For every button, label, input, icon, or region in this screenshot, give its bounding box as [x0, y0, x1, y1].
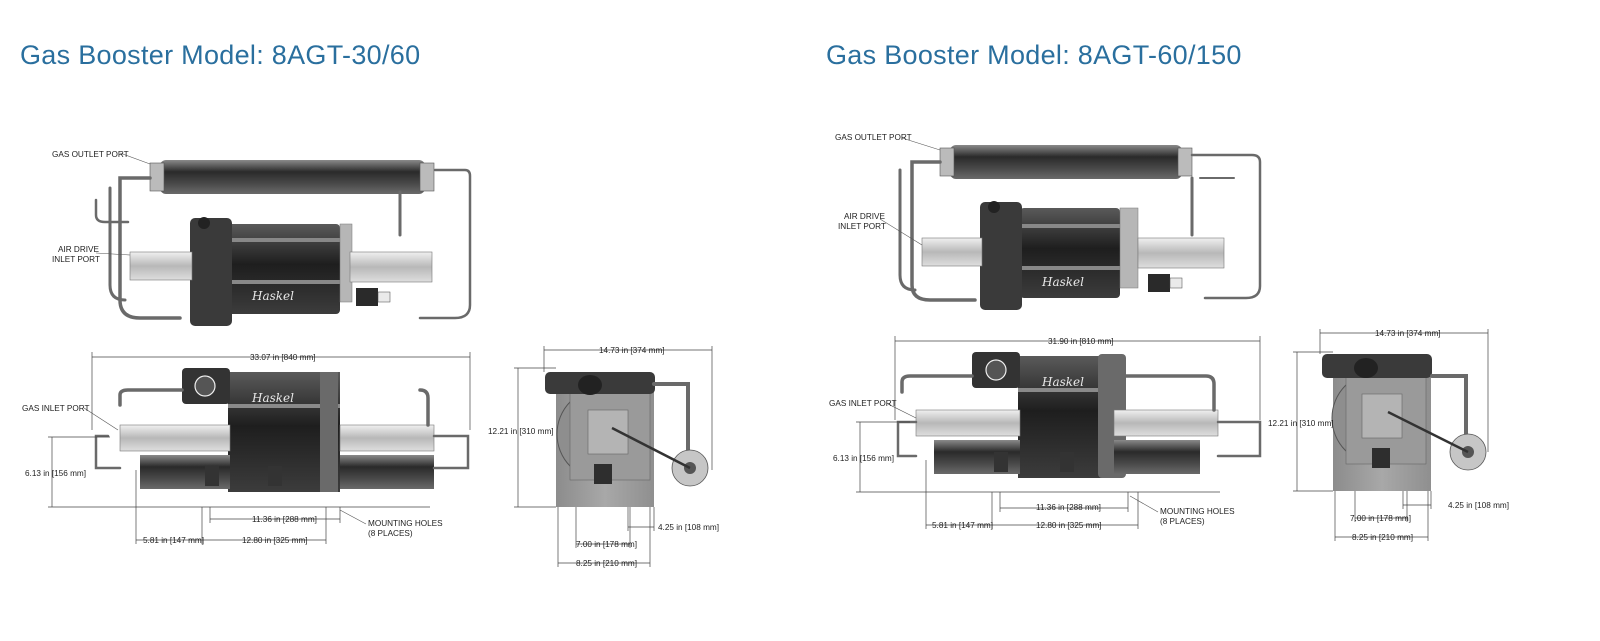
right-gas-inlet-port-label: GAS INLET PORT — [829, 399, 897, 408]
left-air-drive-label-1: AIR DRIVE — [58, 245, 99, 254]
right-dim-height: 6.13 in [156 mm] — [833, 454, 894, 463]
right-mounting-holes-label-2: (8 PLACES) — [1160, 517, 1205, 526]
right-dim-side-offset: 4.25 in [108 mm] — [1448, 501, 1509, 510]
left-front-logo: Haskel — [251, 391, 294, 405]
right-top-view: Haskel — [898, 145, 1262, 310]
left-dim-side-width: 14.73 in [374 mm] — [599, 346, 665, 355]
left-side-view — [545, 372, 709, 507]
model-title-left: Gas Booster Model: 8AGT-30/60 — [20, 40, 421, 70]
left-gas-inlet-port-label: GAS INLET PORT — [22, 404, 90, 413]
right-dimensions: 31.90 in [810 mm] 6.13 in [156 mm] 11.36… — [833, 329, 1509, 542]
left-top-gas-tube — [160, 160, 425, 194]
right-air-drive-label-1: AIR DRIVE — [844, 212, 885, 221]
right-top-drive-cylinder — [1020, 208, 1120, 298]
right-dim-hole-spacing-inner: 11.36 in [288 mm] — [1036, 503, 1101, 512]
left-model-drawing: Haskel Haskel — [22, 150, 719, 568]
left-callouts: GAS OUTLET PORT AIR DRIVE INLET PORT GAS… — [22, 150, 443, 538]
left-dimensions: 33.07 in [840 mm] 6.13 in [156 mm] 11.36… — [25, 346, 719, 568]
left-gas-outlet-port-label: GAS OUTLET PORT — [52, 150, 129, 159]
left-dim-side-offset: 4.25 in [108 mm] — [658, 523, 719, 532]
left-dim-overall-length: 33.07 in [840 mm] — [250, 353, 316, 362]
right-side-view — [1322, 354, 1487, 491]
left-dim-hole-spacing-inner: 11.36 in [288 mm] — [252, 515, 317, 524]
right-dim-offset: 5.81 in [147 mm] — [932, 521, 993, 530]
right-air-drive-label-2: INLET PORT — [838, 222, 886, 231]
left-dim-offset: 5.81 in [147 mm] — [143, 536, 204, 545]
right-top-logo: Haskel — [1041, 275, 1084, 289]
right-front-logo: Haskel — [1041, 375, 1084, 389]
right-gas-outlet-port-label: GAS OUTLET PORT — [835, 133, 912, 142]
left-top-drive-cylinder — [228, 224, 340, 314]
right-top-air-valve — [980, 202, 1022, 310]
left-top-logo: Haskel — [251, 289, 294, 303]
left-mounting-holes-label-2: (8 PLACES) — [368, 529, 413, 538]
right-dim-side-width: 14.73 in [374 mm] — [1375, 329, 1441, 338]
left-dim-side-hole-spacing: 7.00 in [178 mm] — [576, 540, 637, 549]
left-dim-hole-spacing-outer: 12.80 in [325 mm] — [242, 536, 308, 545]
right-callouts: GAS OUTLET PORT AIR DRIVE INLET PORT GAS… — [829, 133, 1235, 526]
right-mounting-holes-label-1: MOUNTING HOLES — [1160, 507, 1235, 516]
left-dim-height: 6.13 in [156 mm] — [25, 469, 86, 478]
left-front-view: Haskel — [94, 368, 470, 492]
left-dim-side-height: 12.21 in [310 mm] — [488, 427, 554, 436]
left-top-air-valve — [190, 218, 232, 326]
right-dim-side-height: 12.21 in [310 mm] — [1268, 419, 1334, 428]
left-dim-side-base-width: 8.25 in [210 mm] — [576, 559, 637, 568]
model-title-right: Gas Booster Model: 8AGT-60/150 — [826, 40, 1242, 70]
right-dim-overall-length: 31.90 in [810 mm] — [1048, 337, 1114, 346]
left-air-drive-label-2: INLET PORT — [52, 255, 100, 264]
right-dim-side-base-width: 8.25 in [210 mm] — [1352, 533, 1413, 542]
left-mounting-holes-label-1: MOUNTING HOLES — [368, 519, 443, 528]
right-front-view: Haskel — [896, 352, 1262, 478]
right-top-gas-tube — [950, 145, 1182, 179]
right-model-drawing: Haskel Haskel — [829, 133, 1509, 542]
right-dim-hole-spacing-outer: 12.80 in [325 mm] — [1036, 521, 1102, 530]
left-top-view: Haskel — [94, 160, 472, 326]
right-dim-side-hole-spacing: 7.00 in [178 mm] — [1350, 514, 1411, 523]
